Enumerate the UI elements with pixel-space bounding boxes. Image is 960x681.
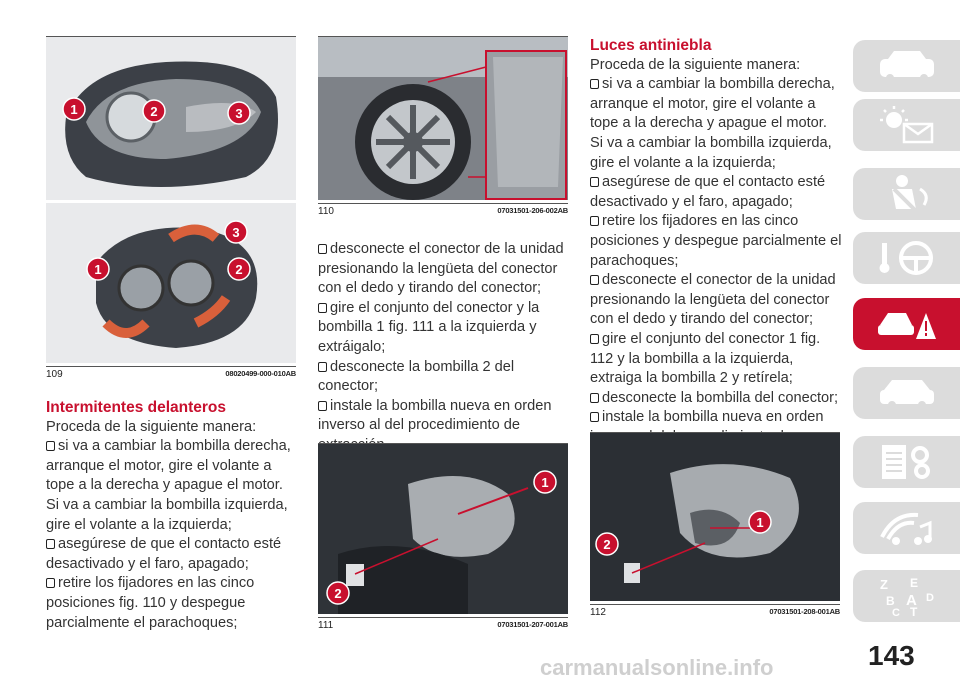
emergency-car-icon [877, 313, 936, 339]
callout-1: 1 [70, 102, 77, 117]
multimedia-tab[interactable] [853, 502, 960, 554]
callout-1: 1 [94, 262, 101, 277]
figure-top-rule [46, 36, 296, 37]
svg-text:Z: Z [880, 577, 888, 592]
list-item: si va a cambiar la bombilla derecha, arr… [590, 76, 835, 171]
emergency-tab[interactable] [853, 298, 960, 350]
figure-110-rule [318, 203, 568, 204]
section-intro: Proceda de la siguiente manera: [590, 56, 801, 73]
checkbox-bullet-icon [46, 441, 55, 452]
figure-110-photo [318, 37, 568, 200]
checkbox-bullet-icon [46, 539, 55, 550]
safety-tab[interactable] [853, 168, 960, 220]
figure-109-caption: 109 08020499-000-010AB [46, 369, 296, 380]
figure-110-caption: 110 07031501-206-002AB [318, 206, 568, 217]
svg-text:C: C [892, 607, 900, 617]
checkbox-bullet-icon [590, 79, 599, 90]
figure-top-rule [590, 432, 840, 433]
figure-109-top-photo: 1 2 3 [46, 37, 296, 200]
section-heading: Intermitentes delanteros [46, 399, 227, 416]
figure-code: 08020499-000-010AB [225, 369, 296, 378]
list-item: desconecte la bombilla 2 del conector; [318, 358, 515, 395]
figure-number: 110 [318, 206, 334, 217]
list-item: si va a cambiar la bombilla derecha, arr… [46, 438, 291, 533]
figure-112-rule [590, 604, 840, 605]
starting-driving-tab[interactable] [853, 232, 960, 284]
callout-3: 3 [235, 106, 242, 121]
section-heading: Luces antiniebla [590, 37, 712, 54]
document-gear-icon [881, 445, 930, 479]
callout-2: 2 [603, 537, 610, 552]
seatbelt-icon [891, 175, 928, 213]
figure-111-caption: 111 07031501-207-001AB [318, 620, 568, 631]
connectivity-music-icon [879, 512, 932, 545]
section-intro: Proceda de la siguiente manera: [46, 418, 257, 435]
list-item: gire el conjunto del conector y la bombi… [318, 299, 540, 355]
figure-code: 07031501-206-002AB [497, 206, 568, 215]
car-dashboard-icon [879, 51, 934, 82]
figure-111-photo: 1 2 [318, 444, 568, 614]
figure-number: 111 [318, 620, 334, 631]
figure-109-rule [46, 366, 296, 367]
figure-number: 112 [590, 607, 606, 618]
checkbox-bullet-icon [590, 333, 599, 344]
section-intermitentes: Intermitentes delanteros Proceda de la s… [46, 398, 298, 633]
svg-text:D: D [926, 592, 934, 604]
checkbox-bullet-icon [46, 578, 55, 589]
checkbox-bullet-icon [318, 302, 327, 313]
list-item: desconecte el conector de la unidad pres… [318, 241, 564, 297]
checkbox-bullet-icon [318, 361, 327, 372]
list-item: gire el conjunto del conector 1 fig. 112… [590, 330, 821, 387]
figure-111-rule [318, 617, 568, 618]
checkbox-bullet-icon [318, 400, 327, 411]
section-intermitentes-continued: desconecte el conector de la unidad pres… [318, 240, 570, 456]
figure-112-photo: 1 2 [590, 433, 840, 601]
list-item: desconecte el conector de la unidad pres… [590, 272, 836, 328]
maintenance-tab[interactable] [853, 367, 960, 419]
technical-data-tab[interactable] [853, 436, 960, 488]
key-steering-wheel-icon [879, 241, 933, 275]
checkbox-bullet-icon [590, 177, 599, 188]
callout-2: 2 [235, 262, 242, 277]
list-item: retire los fijadores en las cinco posici… [590, 213, 842, 269]
figure-109-bottom-photo: 1 2 3 [46, 203, 296, 363]
callout-1: 1 [541, 475, 548, 490]
lights-message-icon [879, 106, 933, 144]
svg-text:A: A [906, 592, 917, 609]
checkbox-bullet-icon [590, 275, 599, 286]
watermark: carmanualsonline.info [540, 655, 774, 680]
list-item: asegúrese de que el contacto esté desact… [46, 536, 282, 572]
dashboard-tab[interactable] [853, 40, 960, 92]
section-antiniebla: Luces antiniebla Proceda de la siguiente… [590, 36, 842, 467]
callout-2: 2 [334, 586, 341, 601]
checkbox-bullet-icon [318, 244, 327, 254]
list-item: retire los fijadores en las cinco posici… [46, 575, 255, 631]
figure-number: 109 [46, 369, 63, 380]
callout-3: 3 [232, 225, 239, 240]
figure-top-rule [318, 443, 568, 444]
callout-2: 2 [150, 104, 157, 119]
list-item: asegúrese de que el contacto esté desact… [590, 174, 826, 210]
figure-code: 07031501-207-001AB [497, 620, 568, 629]
index-tab[interactable]: Z E B A D C T [853, 570, 960, 622]
figure-112-caption: 112 07031501-208-001AB [590, 607, 840, 618]
checkbox-bullet-icon [590, 412, 599, 423]
checkbox-bullet-icon [590, 216, 599, 227]
figure-code: 07031501-208-001AB [769, 607, 840, 616]
list-item: desconecte la bombilla del conector; [590, 389, 842, 409]
lights-tab[interactable] [853, 99, 960, 151]
svg-text:B: B [886, 594, 895, 608]
car-maintenance-icon [879, 380, 934, 409]
checkbox-bullet-icon [590, 392, 599, 403]
page-number: 143 [868, 640, 915, 671]
svg-text:T: T [910, 605, 918, 617]
svg-text:E: E [910, 576, 918, 590]
alphabet-index-icon: Z E B A D C T [880, 576, 934, 617]
callout-1: 1 [756, 515, 763, 530]
figure-top-rule [318, 36, 568, 37]
